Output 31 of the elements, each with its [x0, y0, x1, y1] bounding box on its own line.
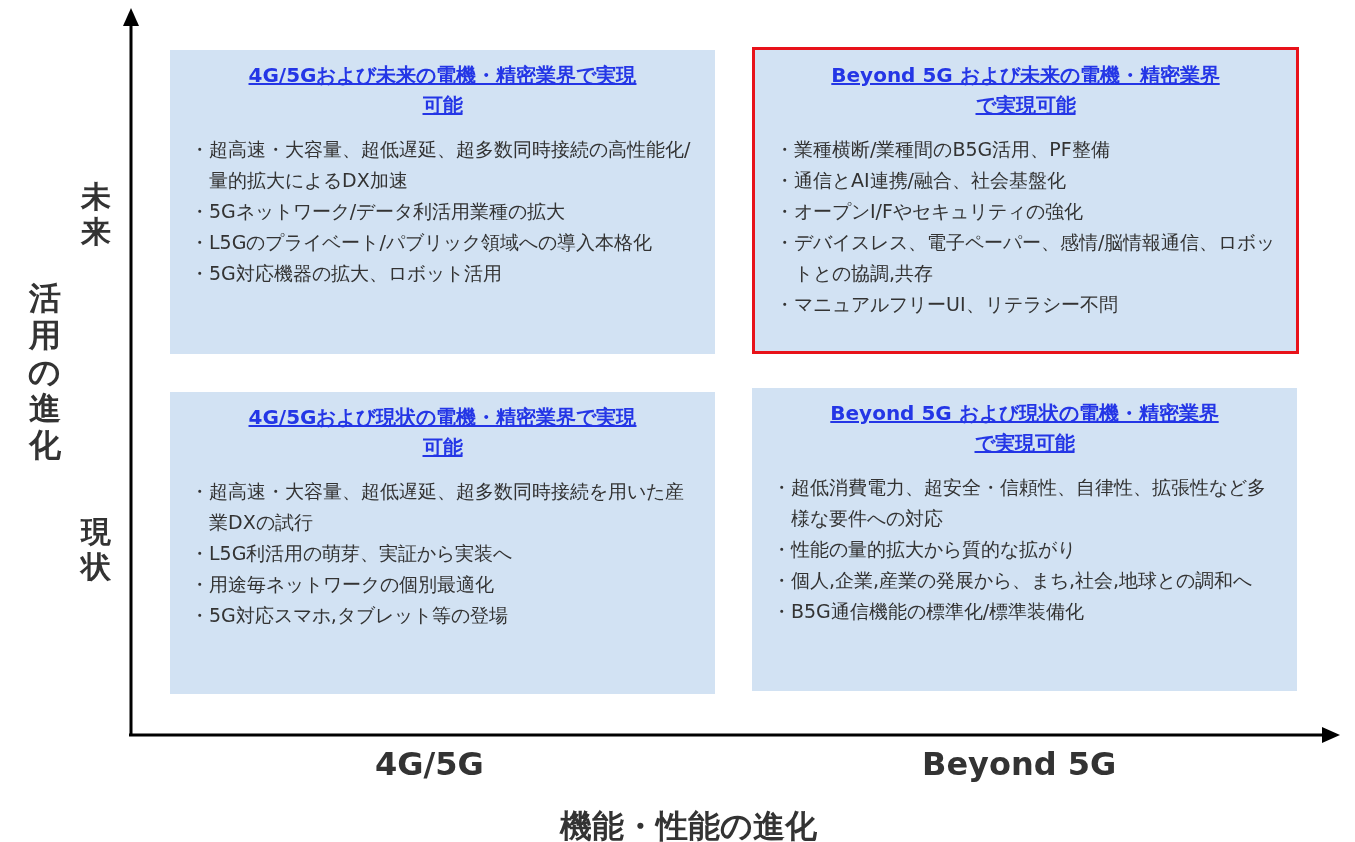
bullet-item: ・L5Gのプライベート/パブリック領域への導入本格化 — [190, 230, 653, 255]
axis-tick-label: 現状 — [80, 515, 112, 584]
panel-heading: 4G/5Gおよび現状の電機・精密業界で実現可能 — [247, 404, 638, 461]
bullet-item: ・超高速・大容量、超低遅延、超多数同時接続の高性能化/量的拡大によるDX加速 — [190, 137, 692, 193]
bullet-item: ・性能の量的拡大から質的な拡がり — [772, 537, 1077, 562]
quadrant-panel — [752, 388, 1297, 691]
axis-title: 活用の進化 — [28, 280, 62, 464]
bullet-item: ・B5G通信機能の標準化/標準装備化 — [772, 599, 1086, 624]
axis-title: 機能・性能の進化 — [560, 806, 817, 842]
axis-tick-label: 未来 — [80, 180, 112, 249]
panel-heading: 4G/5Gおよび未来の電機・精密業界で実現可能 — [247, 62, 638, 119]
bullet-item: ・超高速・大容量、超低遅延、超多数同時接続を用いた産業DXの試行 — [190, 479, 685, 535]
bullet-item: ・5Gネットワーク/データ利活用業種の拡大 — [190, 199, 567, 224]
axis-tick-label: 4G/5G — [375, 745, 484, 783]
bullet-item: ・個人,企業,産業の発展から、まち,社会,地球との調和へ — [772, 568, 1254, 593]
bullet-item: ・デバイスレス、電子ペーパー、感情/脳情報通信、ロボットとの協調,共存 — [775, 230, 1276, 286]
bullet-item: ・用途毎ネットワークの個別最適化 — [190, 572, 495, 597]
quadrant-panel — [170, 50, 715, 354]
panel-heading: Beyond 5G および未来の電機・精密業界で実現可能 — [830, 62, 1221, 119]
panel-heading: Beyond 5G および現状の電機・精密業界で実現可能 — [829, 400, 1220, 457]
bullet-item: ・超低消費電力、超安全・信頼性、自律性、拡張性など多様な要件への対応 — [772, 475, 1267, 531]
bullet-item: ・オープンI/Fやセキュリティの強化 — [775, 199, 1084, 224]
axis-tick-label: Beyond 5G — [922, 745, 1117, 783]
bullet-item: ・マニュアルフリーUI、リテラシー不問 — [775, 292, 1119, 317]
bullet-item: ・5G対応機器の拡大、ロボット活用 — [190, 261, 503, 286]
quadrant-panel — [752, 47, 1299, 354]
bullet-item: ・L5G利活用の萌芽、実証から実装へ — [190, 541, 514, 566]
quadrant-panel — [170, 392, 715, 694]
bullet-item: ・通信とAI連携/融合、社会基盤化 — [775, 168, 1067, 193]
bullet-item: ・5G対応スマホ,タブレット等の登場 — [190, 603, 509, 628]
bullet-item: ・業種横断/業種間のB5G活用、PF整備 — [775, 137, 1111, 162]
